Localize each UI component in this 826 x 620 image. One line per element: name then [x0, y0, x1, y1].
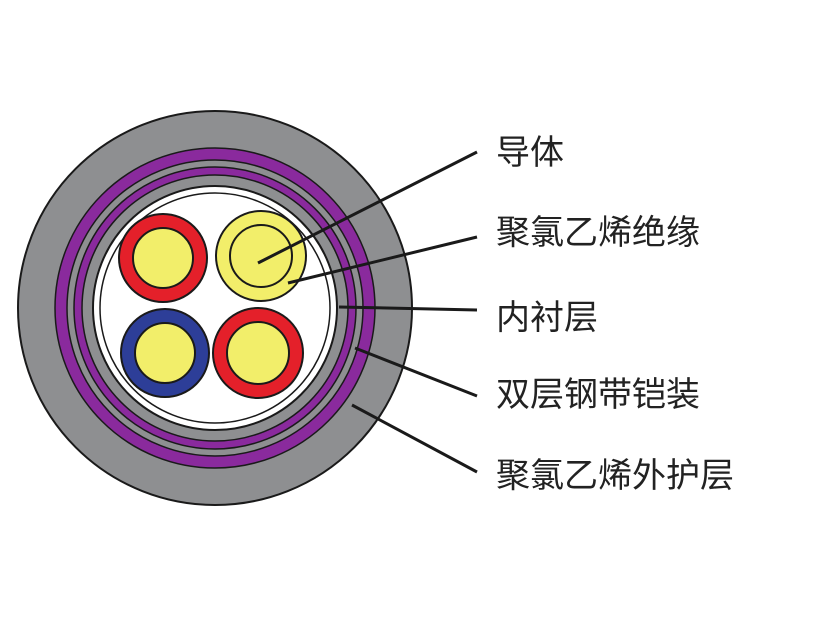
- filler-white: [92, 185, 338, 431]
- inner-thin-line: [99, 192, 331, 424]
- leader-line-insulation: [287, 235, 478, 285]
- label-pvc-outer-sheath: 聚氯乙烯外护层: [496, 456, 734, 496]
- core-bottom-left-conductor: [134, 322, 196, 384]
- label-steel-tape-armour: 双层钢带铠装: [496, 375, 700, 415]
- core-bottom-right-conductor: [226, 321, 290, 385]
- core-top-right-conductor: [229, 224, 293, 288]
- label-conductor: 导体: [496, 133, 564, 173]
- core-top-left-conductor: [132, 227, 194, 289]
- leader-line-conductor: [257, 150, 478, 265]
- leader-line-armour: [354, 346, 478, 398]
- leader-line-inner-lining: [338, 305, 478, 312]
- label-inner-lining: 内衬层: [496, 298, 598, 338]
- label-pvc-insulation: 聚氯乙烯绝缘: [496, 213, 700, 253]
- leader-line-outer-sheath: [351, 403, 478, 474]
